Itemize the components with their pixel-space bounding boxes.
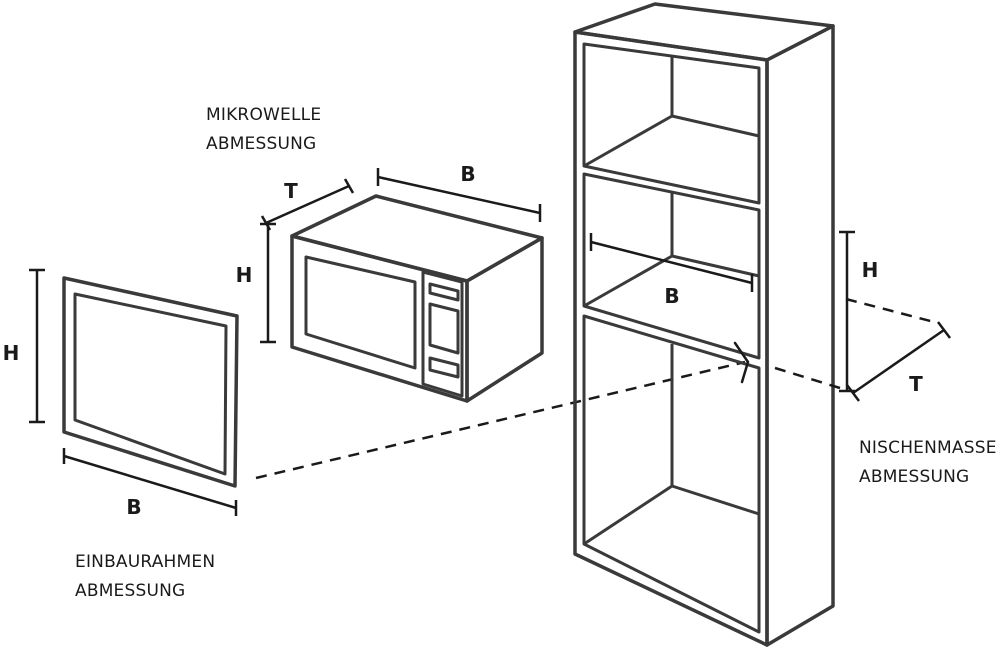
niche-width-label: B bbox=[664, 284, 679, 308]
microwave-depth-label: T bbox=[284, 179, 298, 203]
frame-height-label: H bbox=[3, 341, 20, 365]
niche-width-dimension bbox=[589, 233, 754, 292]
microwave-width-label: B bbox=[460, 162, 475, 186]
microwave-caption-line-2: ABMESSUNG bbox=[206, 134, 317, 154]
niche-depth-dimension bbox=[846, 321, 951, 402]
frame-height-dimension bbox=[29, 268, 45, 424]
frame-width-label: B bbox=[126, 495, 141, 519]
niche-height-label: H bbox=[862, 258, 879, 282]
tall-cabinet bbox=[573, 2, 835, 647]
microwave-height-dimension bbox=[260, 222, 276, 344]
microwave bbox=[290, 194, 544, 403]
frame-caption-line-1: EINBAURAHMEN bbox=[75, 552, 216, 572]
frame-width-dimension bbox=[62, 448, 238, 516]
frame-caption-line-2: ABMESSUNG bbox=[75, 581, 186, 601]
microwave-height-label: H bbox=[236, 263, 253, 287]
microwave-width-dimension bbox=[376, 168, 542, 222]
niche-depth-label: T bbox=[909, 372, 923, 396]
niche-caption-line-2: ABMESSUNG bbox=[859, 467, 970, 487]
frame-caption: EINBAURAHMEN ABMESSUNG bbox=[75, 548, 215, 606]
microwave-caption: MIKROWELLE ABMESSUNG bbox=[206, 101, 321, 159]
niche-depth-projection-upper bbox=[845, 297, 939, 325]
niche-caption-line-1: NISCHENMASSE bbox=[859, 438, 997, 458]
niche-caption: NISCHENMASSE ABMESSUNG bbox=[859, 434, 997, 492]
arrow-head-icon bbox=[733, 341, 750, 384]
niche-depth-projection-lower bbox=[774, 366, 841, 390]
microwave-depth-dimension bbox=[260, 178, 355, 231]
niche-height-dimension bbox=[839, 230, 855, 393]
microwave-caption-line-1: MIKROWELLE bbox=[206, 105, 322, 125]
installation-frame bbox=[62, 276, 239, 488]
insertion-dashed-line bbox=[255, 360, 746, 480]
